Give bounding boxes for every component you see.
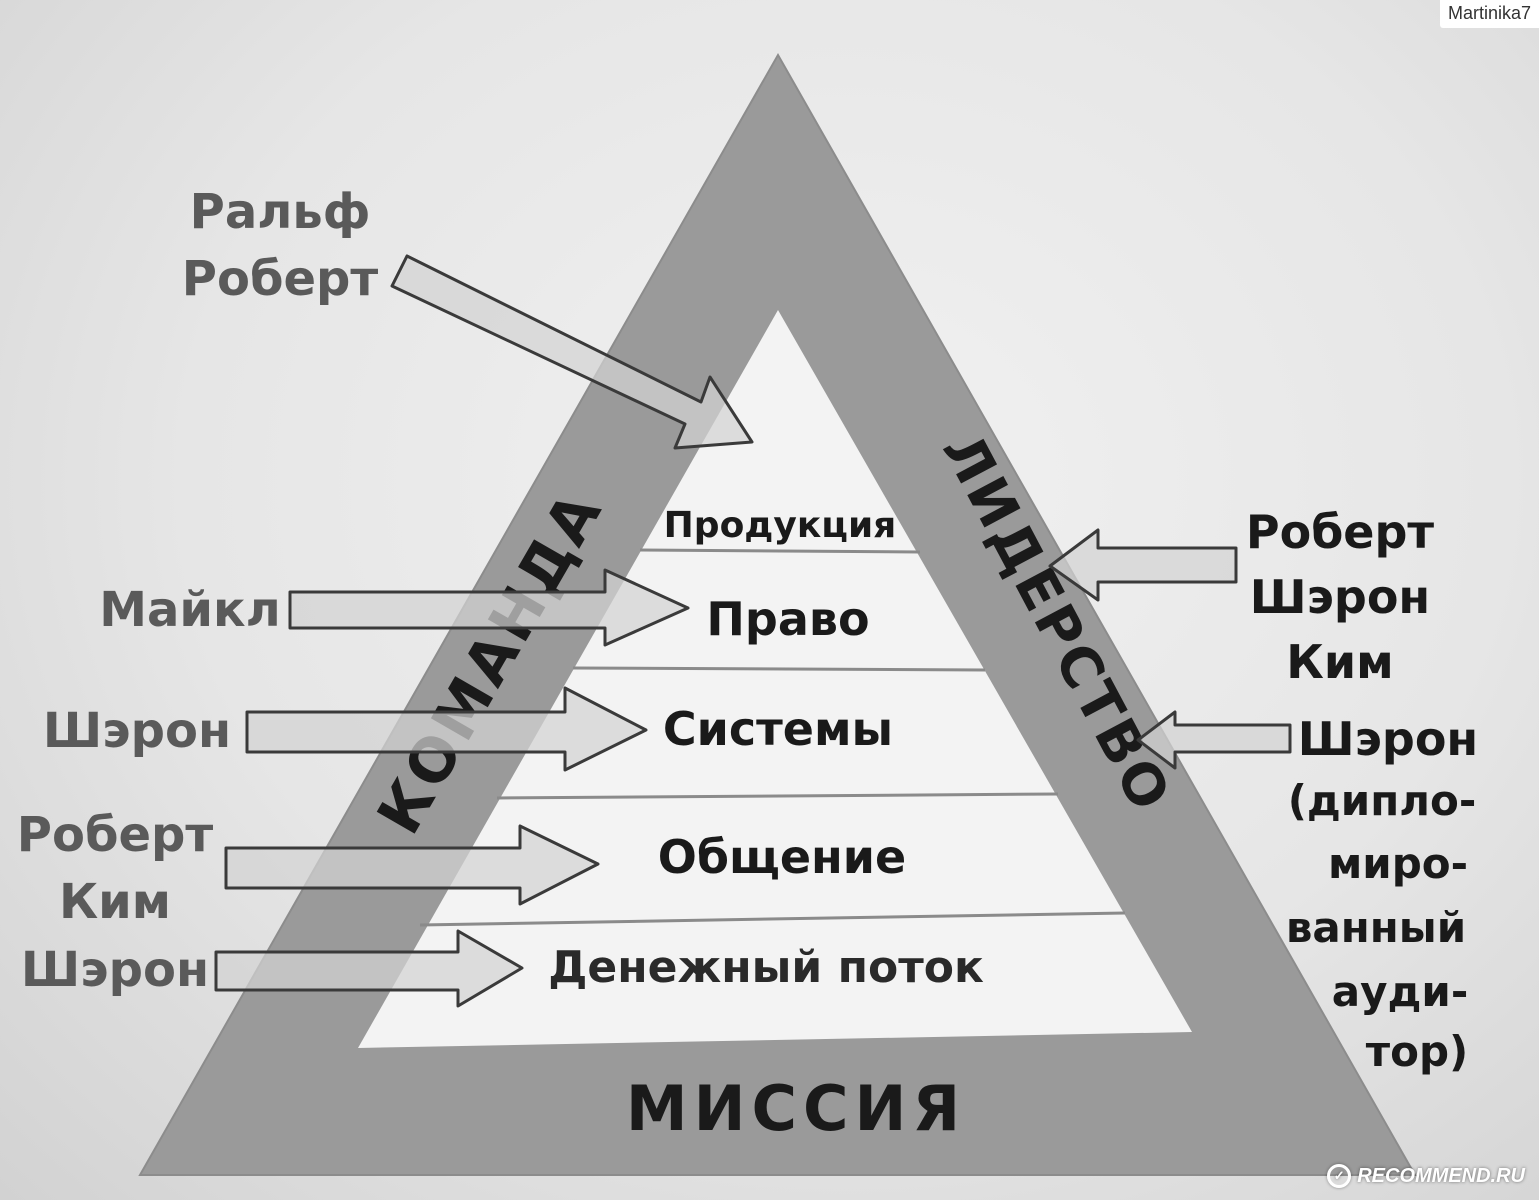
site-watermark-text: RECOMMEND.RU — [1357, 1164, 1525, 1187]
left-annotation-1-line-1: Ральф — [190, 184, 371, 240]
level-labels: Продукция Право Системы Общение Денежный… — [548, 505, 984, 993]
right-annotation-2-line-3: миро- — [1328, 839, 1468, 888]
arrow-leadership-2 — [1136, 710, 1292, 770]
arrow-law — [288, 568, 690, 647]
right-annotation-1-line-2: Шэрон — [1250, 570, 1430, 624]
right-annotation-2-line-5: ауди- — [1332, 967, 1469, 1016]
divider-2 — [572, 666, 986, 672]
right-annotation-2-line-2: (дипло- — [1288, 776, 1477, 825]
right-annotation-2-line-4: ванный — [1286, 903, 1466, 952]
right-annotations: Роберт Шэрон Ким Шэрон (дипло- миро- ван… — [1246, 505, 1478, 1076]
left-annotation-2-line-1: Майкл — [99, 582, 281, 638]
arrow-communication — [224, 824, 600, 906]
right-annotation-1-line-3: Ким — [1286, 635, 1393, 689]
arrows — [214, 254, 1292, 1008]
arrow-diagonal-top — [390, 254, 754, 450]
arrow-systems — [245, 686, 648, 772]
right-annotation-2-line-6: тор) — [1366, 1027, 1468, 1076]
level-label-5: Денежный поток — [548, 942, 984, 993]
level-label-4: Общение — [658, 830, 907, 884]
right-annotation-2-line-1: Шэрон — [1298, 712, 1478, 766]
left-annotations: Ральф Роберт Майкл Шэрон Роберт Ким Шэро… — [17, 184, 379, 998]
left-annotation-4-line-1: Роберт — [17, 807, 214, 863]
divider-4 — [419, 911, 1126, 927]
level-label-1: Продукция — [664, 505, 897, 546]
left-annotation-4-line-3: Шэрон — [21, 942, 209, 998]
base-label-mission: МИССИЯ — [626, 1072, 966, 1145]
recommend-logo-icon: ✓ — [1327, 1164, 1352, 1188]
author-watermark: Martinika7 — [1439, 0, 1539, 28]
left-annotation-3-line-1: Шэрон — [43, 703, 231, 759]
right-annotation-1-line-1: Роберт — [1246, 505, 1435, 559]
level-dividers — [419, 548, 1126, 927]
left-annotation-1-line-2: Роберт — [182, 251, 379, 307]
divider-3 — [496, 792, 1059, 800]
level-label-2: Право — [706, 592, 869, 646]
arrow-leadership-1 — [1048, 528, 1238, 602]
left-annotation-4-line-2: Ким — [59, 874, 171, 930]
divider-1 — [639, 548, 921, 554]
site-watermark: ✓ RECOMMEND.RU — [1327, 1164, 1525, 1188]
level-label-3: Системы — [663, 702, 893, 756]
arrow-cashflow — [214, 929, 524, 1008]
